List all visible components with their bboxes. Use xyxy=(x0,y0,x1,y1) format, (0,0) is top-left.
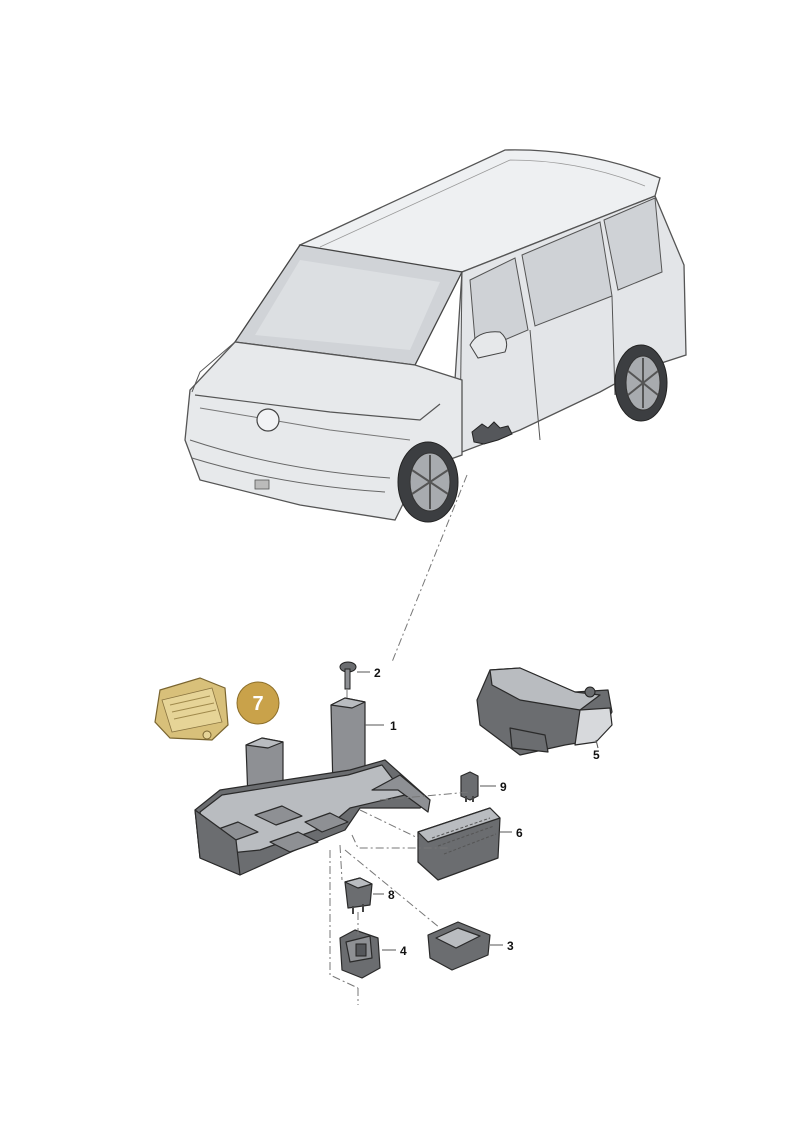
callout-3: 3 xyxy=(507,939,514,953)
relay-holder-part-4[interactable] xyxy=(339,929,381,979)
callout-4: 4 xyxy=(400,944,407,958)
control-unit-part-5[interactable] xyxy=(476,667,613,756)
callout-labels: 1 2 3 4 5 6 8 9 xyxy=(374,666,600,958)
screw-part-2[interactable] xyxy=(339,661,357,690)
callout-5: 5 xyxy=(593,748,600,762)
highlight-badge[interactable]: 7 xyxy=(236,681,280,725)
vehicle-mirror xyxy=(469,331,508,359)
relay-part-8[interactable] xyxy=(344,877,373,914)
callout-1: 1 xyxy=(390,719,397,733)
vehicle-front xyxy=(184,341,463,521)
fuse-part-9[interactable] xyxy=(460,771,479,802)
assembly-guide-lines xyxy=(329,690,471,1005)
callout-9: 9 xyxy=(500,780,507,794)
location-leader-line xyxy=(391,474,468,663)
highlighted-part-7[interactable] xyxy=(154,677,229,741)
relay-carrier-part-1[interactable] xyxy=(194,697,431,876)
callout-6: 6 xyxy=(516,826,523,840)
callout-2: 2 xyxy=(374,666,381,680)
highlight-badge-label: 7 xyxy=(252,693,263,715)
vehicle-front-wheel xyxy=(397,441,459,523)
vehicle-rear-wheel xyxy=(614,344,668,422)
frame-part-3[interactable] xyxy=(427,921,491,971)
vehicle-logo xyxy=(256,408,280,432)
fuse-box-part-6[interactable] xyxy=(417,807,501,881)
vehicle-rear-window xyxy=(603,197,663,291)
callout-8: 8 xyxy=(388,888,395,902)
location-marker xyxy=(471,421,513,445)
vehicle-illustration xyxy=(184,149,687,523)
highlight-badge-circle xyxy=(236,681,280,725)
vehicle-front-window xyxy=(469,257,529,353)
